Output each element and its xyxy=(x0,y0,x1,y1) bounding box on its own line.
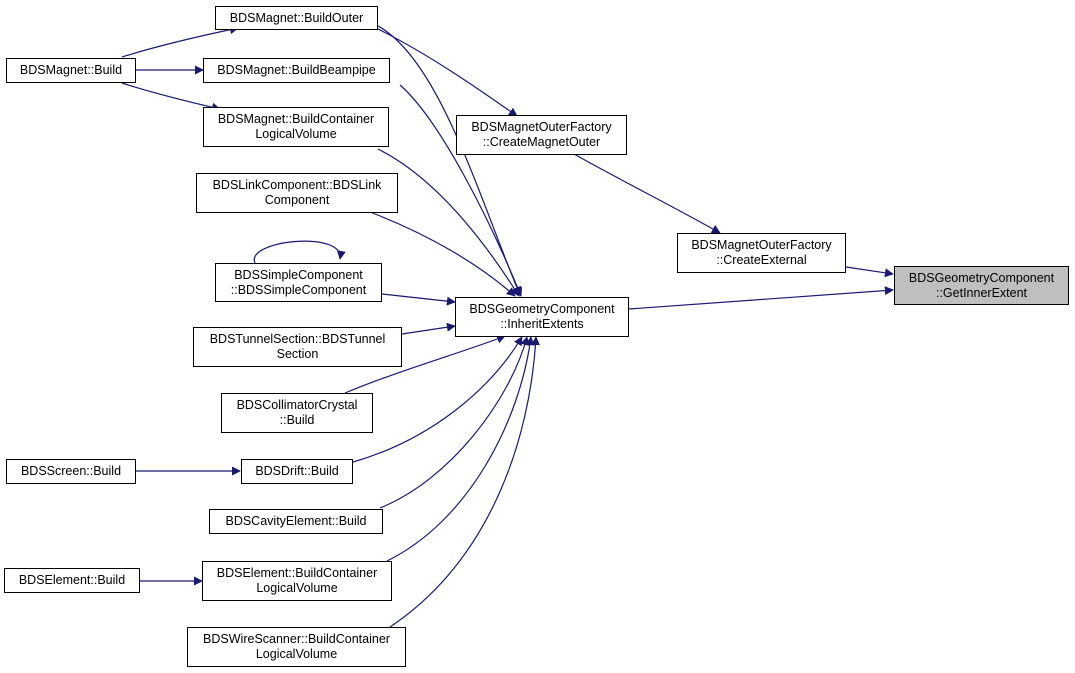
node-collimatorcrystal-line1: BDSCollimatorCrystal xyxy=(236,398,358,412)
node-magnet-buildcontainer[interactable]: BDSMagnet::BuildContainer LogicalVolume xyxy=(203,107,389,147)
node-simplecomponent[interactable]: BDSSimpleComponent ::BDSSimpleComponent xyxy=(215,263,382,302)
node-drift-build[interactable]: BDSDrift::Build xyxy=(241,459,353,484)
node-tunnelsection[interactable]: BDSTunnelSection::BDSTunnel Section xyxy=(193,327,402,367)
node-wirescanner-line2: LogicalVolume xyxy=(255,647,338,661)
node-screen-build[interactable]: BDSScreen::Build xyxy=(6,459,136,484)
edge-collimatorcrystal-inheritextents xyxy=(344,334,506,394)
node-linkcomponent[interactable]: BDSLinkComponent::BDSLink Component xyxy=(196,173,398,213)
node-element-build[interactable]: BDSElement::Build xyxy=(4,568,140,593)
edge-linkcomponent-inheritextents xyxy=(369,211,516,297)
edge-createmagnetouter-createexternal xyxy=(573,153,721,234)
node-inheritextents[interactable]: BDSGeometryComponent ::InheritExtents xyxy=(455,297,629,337)
edge-driftbuild-inheritextents xyxy=(352,336,523,463)
node-linkcomponent-line2: Component xyxy=(264,193,330,207)
node-createmagnetouter-line1: BDSMagnetOuterFactory xyxy=(471,120,612,134)
node-collimatorcrystal-line2: ::Build xyxy=(279,413,315,427)
node-element-buildcontainer[interactable]: BDSElement::BuildContainer LogicalVolume xyxy=(202,561,392,601)
node-buildouter-line1: BDSMagnet::BuildOuter xyxy=(229,10,364,25)
node-createmagnetouter-line2: ::CreateMagnetOuter xyxy=(482,135,601,149)
edge-magnetbuild-buildouter xyxy=(121,25,239,58)
node-magnet-build-line1: BDSMagnet::Build xyxy=(19,63,123,77)
edge-elementbuildcontainer-inheritextents xyxy=(386,336,535,562)
edge-buildouter-inheritextents xyxy=(377,25,522,296)
node-cavity-build-line1: BDSCavityElement::Build xyxy=(225,514,367,528)
edge-buildbeampipe-inheritextents xyxy=(399,84,523,297)
edge-simplecomponent-self xyxy=(253,240,346,264)
node-inheritextents-line1: BDSGeometryComponent xyxy=(469,302,615,316)
node-simplecomponent-line2: ::BDSSimpleComponent xyxy=(230,282,367,297)
node-collimatorcrystal[interactable]: BDSCollimatorCrystal ::Build xyxy=(221,393,373,433)
node-screen-build-line1: BDSScreen::Build xyxy=(20,464,122,478)
node-getinnerextent: BDSGeometryComponent ::GetInnerExtent xyxy=(894,266,1069,305)
edge-createexternal-getinnerextent xyxy=(845,266,894,278)
node-element-build-line1: BDSElement::Build xyxy=(18,573,126,587)
edge-inheritextents-getinnerextent xyxy=(628,286,894,310)
node-magnet-buildcontainer-line2: LogicalVolume xyxy=(255,127,337,141)
edge-wirescanner-inheritextents xyxy=(389,336,541,628)
edge-magnetbuild-magnetbuildcontainer xyxy=(121,82,221,112)
node-magnet-build[interactable]: BDSMagnet::Build xyxy=(6,58,136,83)
edge-tunnelsection-inheritextents xyxy=(401,322,456,335)
edge-magnetbuildcontainer-inheritextents xyxy=(377,148,520,297)
edge-simplecomponent-inheritextents xyxy=(381,293,456,306)
node-tunnelsection-line2: Section xyxy=(276,347,319,361)
node-buildbeampipe[interactable]: BDSMagnet::BuildBeampipe xyxy=(203,58,390,83)
node-cavity-build[interactable]: BDSCavityElement::Build xyxy=(209,509,383,534)
node-getinnerextent-line2: ::GetInnerExtent xyxy=(935,285,1028,300)
node-buildouter[interactable]: BDSMagnet::BuildOuter xyxy=(215,6,378,30)
node-createexternal[interactable]: BDSMagnetOuterFactory ::CreateExternal xyxy=(677,233,846,273)
node-buildbeampipe-line1: BDSMagnet::BuildBeampipe xyxy=(217,63,376,77)
node-tunnelsection-line1: BDSTunnelSection::BDSTunnel xyxy=(209,332,386,346)
node-createexternal-line2: ::CreateExternal xyxy=(716,253,807,267)
node-createexternal-line1: BDSMagnetOuterFactory xyxy=(691,238,832,252)
node-linkcomponent-line1: BDSLinkComponent::BDSLink xyxy=(212,178,382,192)
node-element-buildcontainer-line2: LogicalVolume xyxy=(256,581,338,595)
node-getinnerextent-line1: BDSGeometryComponent xyxy=(908,270,1055,285)
node-element-buildcontainer-line1: BDSElement::BuildContainer xyxy=(216,566,378,580)
edge-buildouter-createmagnetouter xyxy=(377,28,518,117)
node-drift-build-line1: BDSDrift::Build xyxy=(255,464,339,478)
node-wirescanner-line1: BDSWireScanner::BuildContainer xyxy=(203,632,390,646)
edge-cavitybuild-inheritextents xyxy=(379,336,530,509)
node-magnet-buildcontainer-line1: BDSMagnet::BuildContainer xyxy=(217,112,375,126)
node-inheritextents-line2: ::InheritExtents xyxy=(500,317,584,331)
node-wirescanner[interactable]: BDSWireScanner::BuildContainer LogicalVo… xyxy=(187,627,406,667)
node-simplecomponent-line1: BDSSimpleComponent xyxy=(234,267,363,282)
node-createmagnetouter[interactable]: BDSMagnetOuterFactory ::CreateMagnetOute… xyxy=(456,115,627,155)
